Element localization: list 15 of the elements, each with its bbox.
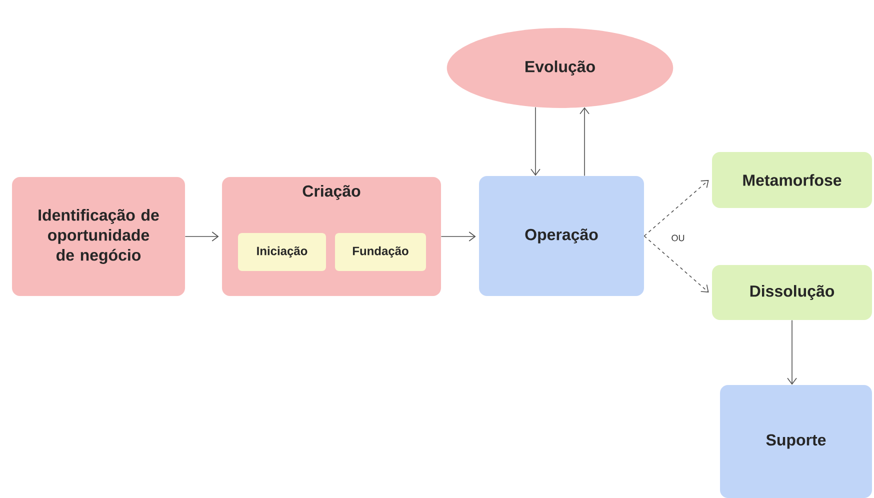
stage-box: Iniciação [238,233,326,271]
process-box: Suporte [720,385,872,498]
process-box: Operação [479,176,644,296]
outcome-box: Dissolução [712,265,872,320]
outcome-box: Metamorfose [712,152,872,208]
stage-box: Fundação [335,233,426,271]
arrow [440,232,476,242]
process-box: Identificação de oportunidade de negócio [12,177,185,296]
arrow [580,107,590,176]
or-label: OU [672,234,684,242]
arrow [644,236,709,292]
arrow [644,180,709,236]
arrow [184,232,219,242]
arrow [530,106,540,176]
arrow [787,320,797,385]
